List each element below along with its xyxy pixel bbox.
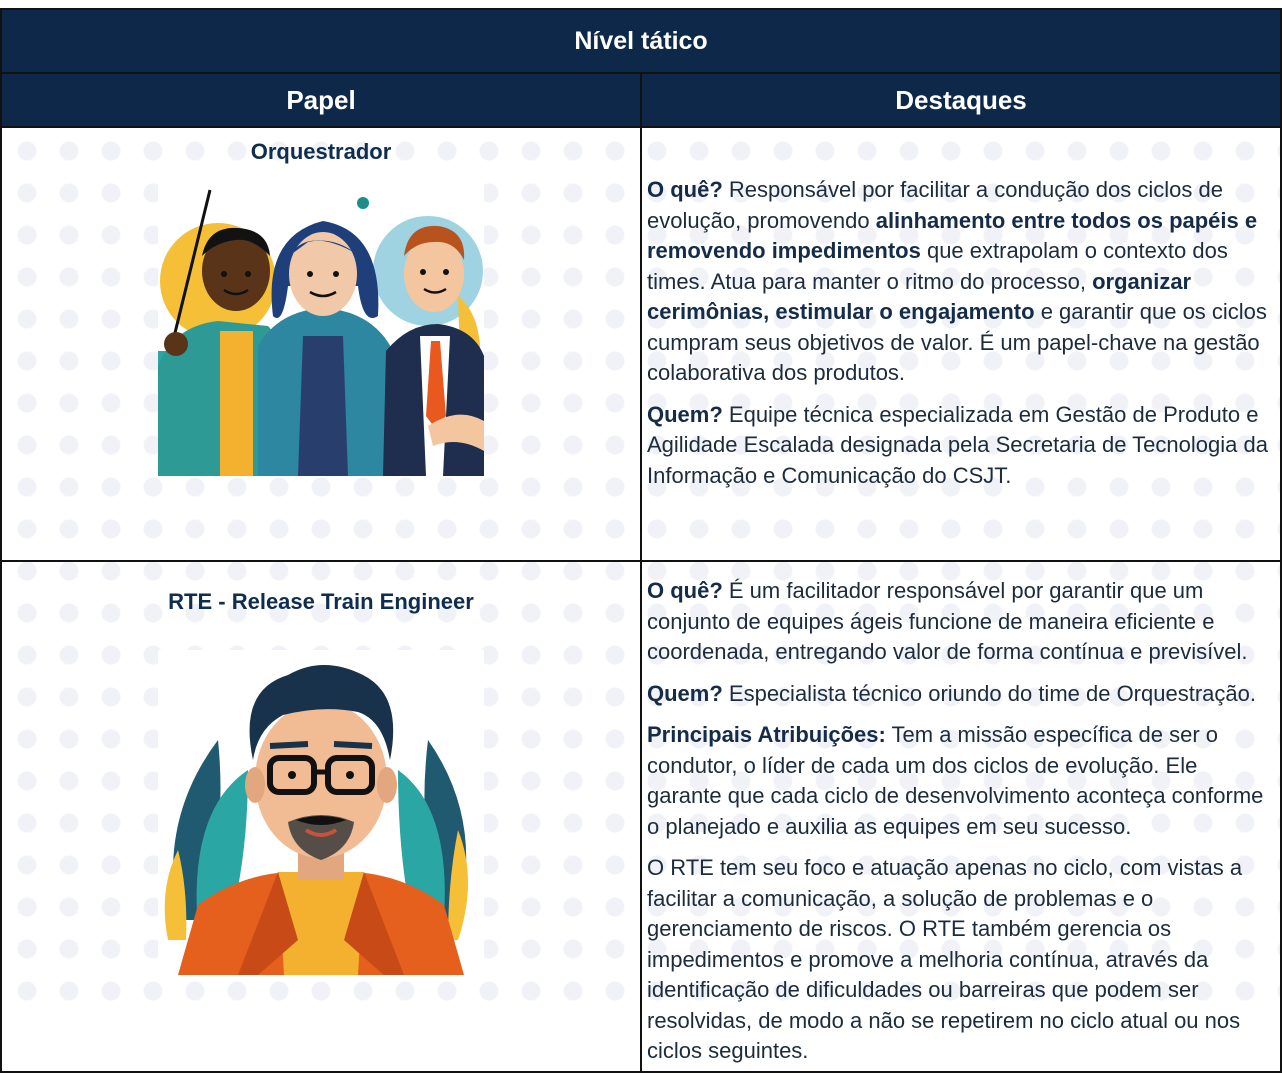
label-what: O quê? [647,578,723,603]
text: Tem a missão específica de ser o conduto… [647,722,1264,839]
tactical-level-table: Nível tático Papel Destaques Orquestrado… [0,8,1282,1073]
role-title: Orquestrador [250,139,392,164]
column-header-destaques: Destaques [640,72,1282,128]
text: Especialista técnico oriundo do time de … [722,680,1256,706]
table-row-rte: RTE - Release Train Engineer [0,560,1282,1073]
text: e garantir que os ciclos cumpram seus ob… [647,299,1267,385]
text: que extrapolam o contexto dos times. Atu… [647,238,1228,294]
paragraph-who: Quem? Equipe técnica especializada em Ge… [647,400,1272,492]
paragraph-attributions: Principais Atribuições: Tem a missão esp… [647,720,1272,842]
paragraph-what: O quê? É um facilitador responsável por … [647,576,1272,668]
text: Equipe técnica especializada em Gestão d… [647,401,1268,488]
label-who: Quem? [647,680,723,706]
bold-text: organizar cerimônias, estimular o engaja… [647,268,1192,325]
description-cell: O quê? É um facilitador responsável por … [640,560,1282,1073]
label-what: O quê? [647,177,723,202]
text: É um facilitador responsável por garanti… [647,578,1248,664]
column-header-papel: Papel [0,72,642,128]
bold-text: alinhamento entre todos os papéis e remo… [647,207,1258,264]
paragraph-who: Quem? Especialista técnico oriundo do ti… [647,679,1272,710]
paragraph-what: O quê? Responsável por facilitar a condu… [647,175,1272,389]
label-attributions: Principais Atribuições: [647,722,886,747]
role-cell: Orquestrador [0,126,642,562]
description-cell: O quê? Responsável por facilitar a condu… [640,126,1282,562]
table-row-orquestrador: Orquestrador [0,126,1282,562]
three-people-team-icon [158,176,484,476]
table-title: Nível tático [0,8,1282,74]
role-title: RTE - Release Train Engineer [168,589,474,614]
role-cell: RTE - Release Train Engineer [0,560,642,1073]
text: Responsável por facilitar a condução dos… [647,177,1223,233]
bearded-man-glasses-icon [158,650,484,975]
paragraph-focus: O RTE tem seu foco e atuação apenas no c… [647,855,1243,1063]
label-who: Quem? [647,401,723,427]
